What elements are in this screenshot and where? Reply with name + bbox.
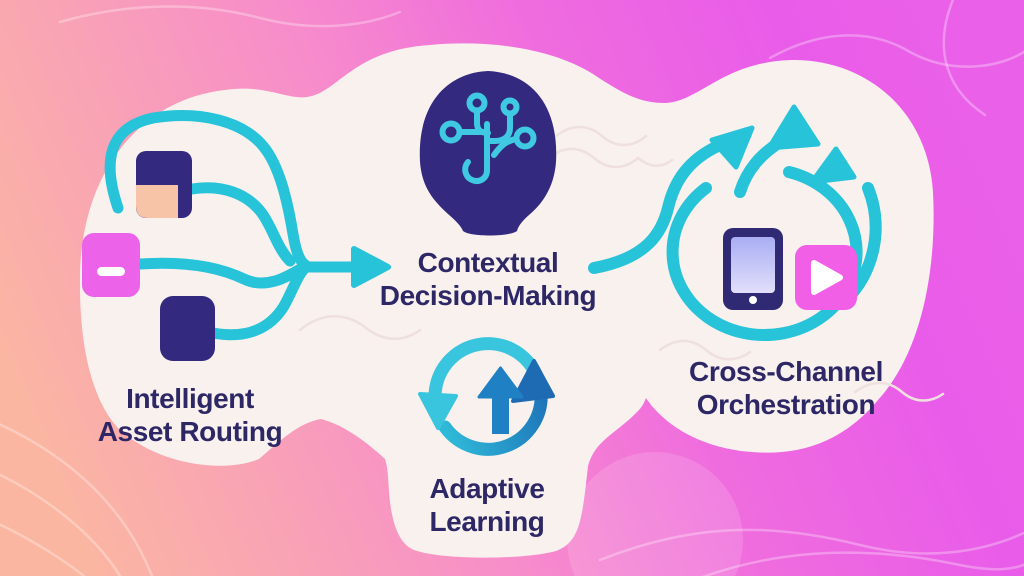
label-contextual-decision-making: Contextual Decision-Making <box>338 246 638 312</box>
document-icon <box>160 296 215 361</box>
flow-arrow-icon <box>351 246 391 288</box>
background-accent-circle <box>567 452 743 576</box>
up-arrow-icon <box>809 146 857 185</box>
play-button-icon <box>795 245 857 310</box>
swirl-icon <box>588 104 882 341</box>
blob-shape <box>79 43 934 558</box>
blob-wave-lines <box>298 125 945 402</box>
up-arrow-icon <box>766 104 821 151</box>
smartphone-icon <box>723 228 783 310</box>
label-cross-channel-orchestration: Cross-Channel Orchestration <box>636 355 936 421</box>
label-line: Orchestration <box>696 389 876 420</box>
label-line: Decision-Making <box>379 280 597 311</box>
down-arrow-head <box>418 392 458 430</box>
up-arrow-icon <box>709 125 755 170</box>
up-arrow-heads <box>709 104 857 185</box>
document-routing-icon <box>82 110 391 361</box>
circuit-tree <box>439 92 537 184</box>
label-intelligent-asset-routing: Intelligent Asset Routing <box>40 382 340 448</box>
routing-flow-lines <box>104 110 360 341</box>
label-line: Asset Routing <box>97 416 283 447</box>
label-line: Learning <box>429 506 545 537</box>
center-up-arrow <box>477 366 524 434</box>
document-dash-icon <box>82 233 140 297</box>
label-line: Adaptive <box>429 473 545 504</box>
lightbulb-circuit-icon <box>419 71 557 236</box>
document-folded-icon <box>136 151 192 218</box>
label-line: Contextual <box>417 247 559 278</box>
label-adaptive-learning: Adaptive Learning <box>337 472 637 538</box>
label-line: Intelligent <box>126 383 254 414</box>
label-line: Cross-Channel <box>689 356 883 387</box>
cycle-arrows-icon <box>418 337 555 456</box>
up-arrow-1-shaft <box>588 140 724 274</box>
up-arrow-head <box>511 359 555 403</box>
